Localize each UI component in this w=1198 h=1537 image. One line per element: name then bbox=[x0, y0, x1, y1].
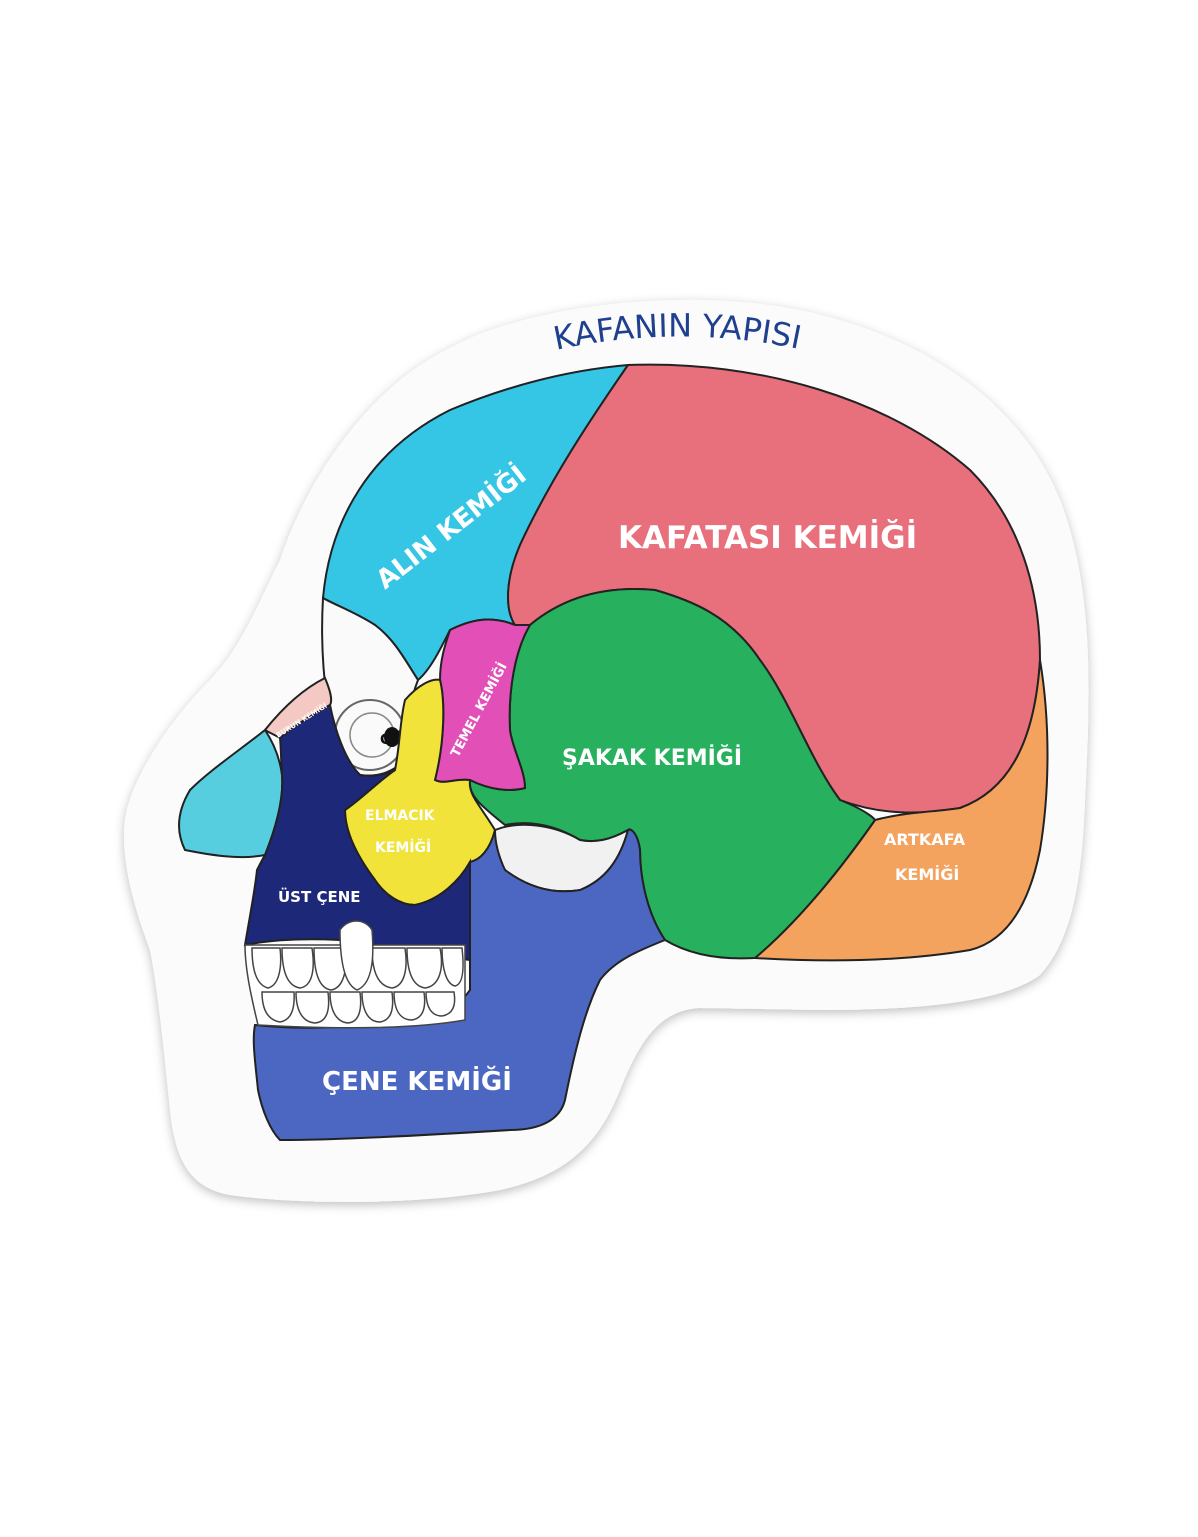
tooth-12 bbox=[425, 991, 456, 1017]
ust-cene-label: ÜST ÇENE bbox=[278, 887, 361, 906]
tooth-9 bbox=[329, 991, 362, 1024]
teeth bbox=[244, 920, 466, 1029]
cene-label: ÇENE KEMİĞİ bbox=[322, 1065, 512, 1097]
elmacik-label-line2: KEMİĞİ bbox=[375, 838, 431, 856]
elmacik-label-line1: ELMACIK bbox=[365, 808, 436, 824]
ust-cene-bone[interactable] bbox=[243, 703, 471, 962]
kafatasi-label: KAFATASI KEMİĞİ bbox=[618, 519, 917, 556]
tooth-4 bbox=[371, 947, 407, 989]
artkafa-bone[interactable] bbox=[752, 659, 1049, 962]
canine-tooth bbox=[339, 920, 374, 991]
tooth-6 bbox=[441, 947, 464, 987]
tooth-8 bbox=[295, 991, 330, 1024]
tooth-5 bbox=[406, 947, 443, 989]
artkafa-label-line1: ARTKAFA bbox=[884, 830, 966, 849]
tooth-1 bbox=[251, 947, 282, 989]
tooth-11 bbox=[393, 991, 426, 1021]
tooth-10 bbox=[361, 991, 394, 1023]
sakak-label: ŞAKAK KEMİĞİ bbox=[562, 745, 742, 771]
cene-bone[interactable] bbox=[252, 828, 667, 1142]
tooth-2 bbox=[281, 947, 314, 989]
eye-pupil bbox=[384, 727, 400, 747]
tooth-7 bbox=[261, 991, 295, 1023]
artkafa-label-line2: KEMİĞİ bbox=[895, 865, 959, 884]
